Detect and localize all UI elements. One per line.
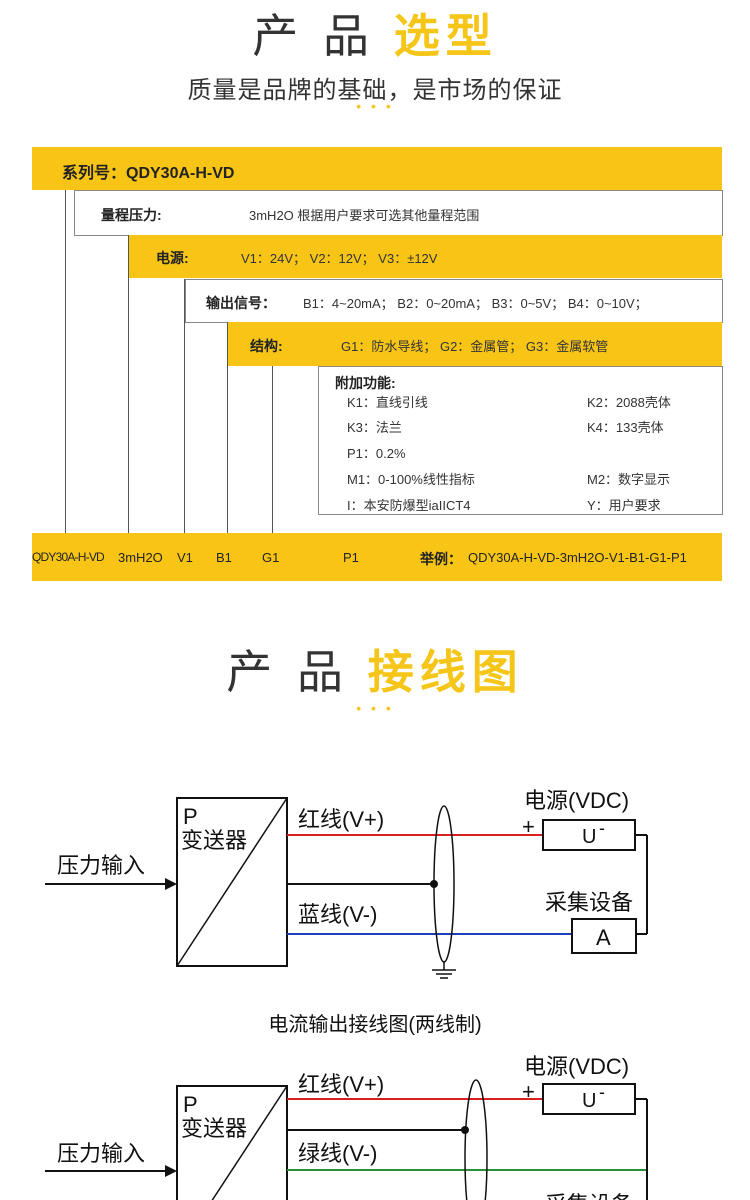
- example-value: QDY30A-H-VD-3mH2O-V1-B1-G1-P1: [468, 550, 687, 565]
- structure-label: 结构:: [250, 338, 283, 354]
- title-part1: 产 品: [226, 646, 349, 698]
- addon-label: 附加功能:: [335, 375, 396, 391]
- range-value: 3mH2O 根据用户要求可选其他量程范围: [249, 208, 480, 223]
- addon-item: P1：0.2%: [347, 446, 406, 461]
- power-label: 电源(VDC): [524, 1054, 629, 1079]
- code-bar: QDY30A-H-VD 3mH2O V1 B1 G1 P1 举例： QDY30A…: [32, 533, 722, 581]
- power-label: 电源:: [156, 250, 189, 266]
- title-part2: 选型: [393, 10, 498, 62]
- shield-ellipse: [464, 1079, 488, 1200]
- output-label: 输出信号：: [206, 295, 276, 311]
- plus-sign: +: [522, 1079, 535, 1104]
- pressure-input-label: 压力输入: [57, 1141, 145, 1166]
- section-subtitle: 质量是品牌的基础，是市场的保证: [187, 77, 563, 104]
- wiring-diagram-2wire: P 变送器 压力输入 红线(V+) 蓝线(V-) 电源(VDC) + U - 采…: [45, 788, 648, 979]
- a-label: A: [596, 925, 611, 950]
- addon-item: K3：法兰: [347, 420, 402, 435]
- wiring-diagram-3wire: P 变送器 压力输入 红线(V+) 绿线(V-) 电源(VDC) + U - 采…: [45, 1054, 648, 1200]
- code-addon: P1: [343, 550, 359, 565]
- transmitter-p: P: [183, 1092, 198, 1117]
- code-structure: G1: [262, 550, 280, 565]
- connector-line: [65, 190, 66, 533]
- range-label: 量程压力:: [101, 207, 162, 223]
- transmitter-diagonal: [176, 797, 288, 967]
- range-row: 量程压力: 3mH2O 根据用户要求可选其他量程范围: [74, 190, 723, 236]
- addon-item: K4：133壳体: [587, 420, 664, 435]
- section-title-wiring: 产 品 接线图: [0, 636, 750, 702]
- addon-item: I：本安防爆型iaIICT4: [347, 498, 471, 513]
- blue-wire-label: 蓝线(V-): [298, 902, 377, 927]
- power-box: [542, 1083, 636, 1115]
- collector-label: 采集设备: [545, 1192, 633, 1200]
- code-power: V1: [177, 550, 193, 565]
- addon-item: K1：直线引线: [347, 395, 428, 410]
- example-label: 举例：: [420, 551, 462, 567]
- plus-sign: +: [522, 814, 535, 839]
- green-wire-label: 绿线(V-): [298, 1141, 377, 1166]
- addon-item: Y：用户要求: [587, 498, 661, 513]
- red-wire-label: 红线(V+): [298, 1072, 384, 1097]
- addon-box: 附加功能: K1：直线引线 K2：2088壳体 K3：法兰 K4：133壳体 P1：0.…: [318, 366, 723, 515]
- series-label: 系列号：QDY30A-H-VD: [62, 165, 235, 182]
- title-part2: 接线图: [367, 646, 524, 698]
- title-part1: 产 品: [252, 10, 375, 62]
- power-value: V1：24V； V2：12V； V3：±12V: [241, 251, 438, 266]
- output-value: B1：4~20mA； B2：0~20mA； B3：0~5V； B4：0~10V；: [303, 296, 648, 311]
- collector-box: [571, 918, 637, 954]
- structure-value: G1：防水导线； G2：金属管； G3：金属软管: [341, 339, 609, 354]
- power-label: 电源(VDC): [524, 788, 629, 813]
- transmitter-p: P: [183, 804, 198, 829]
- connector-line: [227, 322, 228, 533]
- pressure-input-label: 压力输入: [57, 853, 145, 878]
- transmitter-label: 变送器: [181, 1116, 247, 1141]
- connector-line: [128, 235, 129, 533]
- diagram1-caption: 电流输出接线图(两线制): [268, 1014, 482, 1036]
- connector-line: [272, 366, 273, 533]
- decor-dots: • • •: [356, 700, 394, 716]
- section-title-selection: 产 品 选型: [0, 0, 750, 66]
- transmitter-diagonal: [211, 1085, 288, 1200]
- addon-item: K2：2088壳体: [587, 395, 671, 410]
- connector-line: [184, 279, 185, 533]
- power-bar: 电源: V1：24V； V2：12V； V3：±12V: [129, 235, 722, 278]
- collector-label: 采集设备: [545, 890, 633, 915]
- minus-sign: -: [599, 818, 605, 838]
- output-row: 输出信号： B1：4~20mA； B2：0~20mA； B3：0~5V； B4：…: [185, 279, 723, 323]
- pressure-arrowhead: [165, 1165, 177, 1177]
- decor-dots: • • •: [356, 98, 394, 114]
- minus-sign: -: [599, 1082, 605, 1102]
- addon-item: M2：数字显示: [587, 472, 671, 487]
- u-label: U: [582, 826, 596, 848]
- code-output: B1: [216, 550, 232, 565]
- structure-bar: 结构: G1：防水导线； G2：金属管； G3：金属软管: [228, 322, 722, 366]
- transmitter-label: 变送器: [181, 828, 247, 853]
- code-range: 3mH2O: [118, 550, 163, 565]
- code-series: QDY30A-H-VD: [32, 550, 105, 564]
- addon-item: M1：0-100%线性指标: [347, 472, 475, 487]
- red-wire-label: 红线(V+): [298, 807, 384, 832]
- pressure-arrowhead: [165, 878, 177, 890]
- series-bar: 系列号：QDY30A-H-VD: [32, 147, 722, 190]
- u-label: U: [582, 1090, 596, 1112]
